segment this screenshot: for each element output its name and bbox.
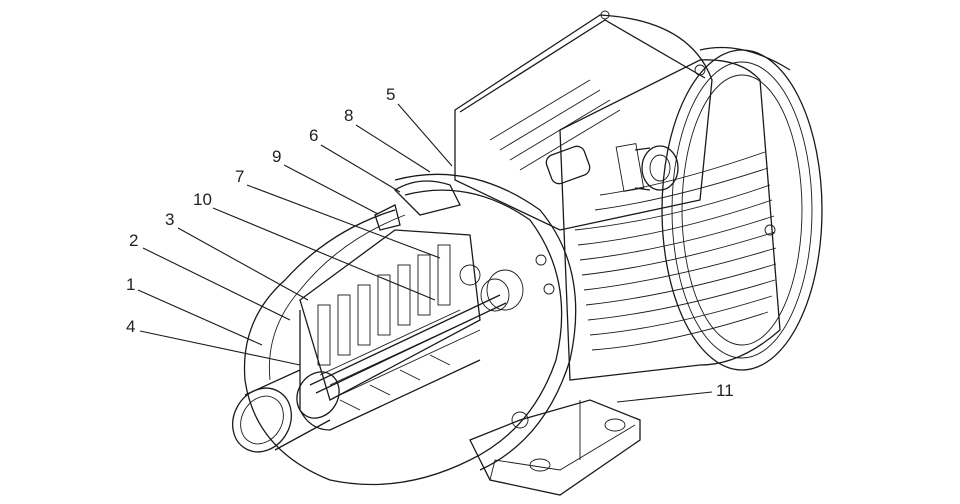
leader-6 [320, 144, 401, 193]
leader-9 [283, 164, 379, 215]
callout-4: 4 [126, 317, 135, 336]
shaft [309, 264, 524, 394]
leader-11 [616, 391, 713, 403]
leader-7 [246, 184, 441, 259]
motor-body [559, 59, 781, 381]
callout-10: 10 [193, 190, 212, 209]
foot [469, 399, 641, 496]
callout-9: 9 [272, 147, 281, 166]
callout-7: 7 [235, 167, 244, 186]
motor-end-cap [661, 46, 823, 371]
leader-1 [137, 289, 263, 346]
leader-8 [355, 124, 431, 173]
callout-5: 5 [386, 85, 395, 104]
callout-6: 6 [309, 126, 318, 145]
callout-11: 11 [716, 381, 734, 400]
terminal-box [454, 10, 713, 231]
callouts: 5 8 6 9 7 10 3 2 1 4 11 [126, 85, 734, 400]
priming-port [374, 180, 461, 231]
callout-1: 1 [126, 275, 135, 294]
leader-5 [397, 103, 453, 167]
leader-10 [212, 207, 436, 301]
leader-lines [137, 103, 713, 403]
leader-3 [177, 227, 309, 301]
callout-3: 3 [165, 210, 174, 229]
callout-2: 2 [129, 231, 138, 250]
flange [394, 173, 577, 471]
leader-4 [139, 330, 301, 366]
pump-casing [243, 209, 481, 486]
callout-8: 8 [344, 106, 353, 125]
leader-2 [142, 247, 291, 321]
inlet-nozzle [232, 369, 340, 453]
